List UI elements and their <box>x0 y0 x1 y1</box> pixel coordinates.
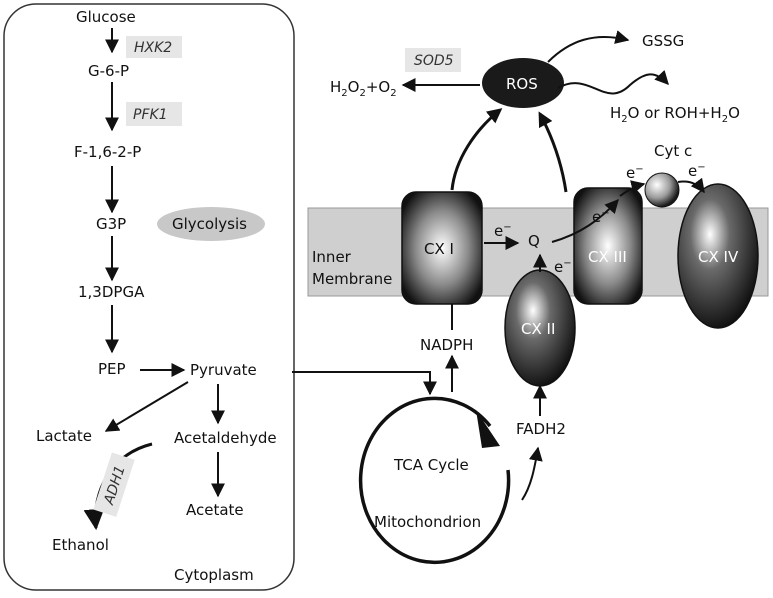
gssg-label: GSSG <box>642 32 684 50</box>
glycolysis-label: Glycolysis <box>172 215 247 233</box>
acetaldehyde-label: Acetaldehyde <box>174 429 277 447</box>
mitochondrion-label: Mitochondrion <box>374 513 481 531</box>
g3p-label: G3P <box>96 215 126 233</box>
pyruvate-label: Pyruvate <box>190 361 257 379</box>
nadph-label: NADPH <box>420 336 473 354</box>
cytoplasm-label: Cytoplasm <box>174 566 254 584</box>
tca-cycle-ring <box>358 396 511 565</box>
electron-label-cytc-in: e− <box>626 164 644 182</box>
electron-label-cx1: e− <box>494 222 512 240</box>
complex-iv[interactable] <box>677 183 759 329</box>
cyt-c-label: Cyt c <box>654 142 692 160</box>
complex-iii[interactable] <box>573 187 643 305</box>
acetate-label: Acetate <box>186 501 244 519</box>
complex-iv-label: CX IV <box>698 248 739 266</box>
enzyme-box-hxk2 <box>126 36 182 58</box>
enzyme-hxk2: HXK2 <box>134 40 172 56</box>
enzyme-box-pfk1 <box>126 102 182 126</box>
complex-ii-label: CX II <box>521 320 555 338</box>
electron-label-cytc-out: e− <box>688 162 706 180</box>
enzyme-pfk1: PFK1 <box>133 107 168 123</box>
water-label: H2O or ROH+H2O <box>610 104 740 125</box>
complex-i[interactable] <box>401 191 483 305</box>
h2o2-o2-label: H2O2+O2 <box>330 78 397 99</box>
complex-i-label: CX I <box>424 240 454 258</box>
dpga-label: 1,3DPGA <box>78 283 145 301</box>
electron-label-cx2: e− <box>554 258 572 276</box>
tca-arrowhead <box>476 410 500 448</box>
pep-label: PEP <box>98 360 126 378</box>
ros-label: ROS <box>506 75 538 93</box>
g6p-label: G-6-P <box>88 62 129 80</box>
electron-label-cx3: e− <box>592 208 610 226</box>
enzyme-box-adh1 <box>93 452 135 517</box>
tca-cycle-label: TCA Cycle <box>393 456 469 474</box>
complex-iii-label: CX III <box>588 248 627 266</box>
cytoplasm-frame <box>3 3 295 591</box>
glycolysis-oval <box>157 207 265 241</box>
enzyme-box-sod5 <box>405 48 461 72</box>
ros-node <box>482 58 564 108</box>
glucose-label: Glucose <box>76 8 136 26</box>
q-label: Q <box>528 232 540 250</box>
f16p-label: F-1,6-2-P <box>74 143 141 161</box>
inner-membrane-label-1: Inner <box>312 248 352 266</box>
enzyme-sod5: SOD5 <box>414 53 454 69</box>
inner-membrane-label-2: Membrane <box>312 270 392 288</box>
ethanol-label: Ethanol <box>52 536 109 554</box>
lactate-label: Lactate <box>36 427 92 445</box>
fadh2-label: FADH2 <box>516 420 566 438</box>
cyt-c-sphere <box>644 172 680 208</box>
